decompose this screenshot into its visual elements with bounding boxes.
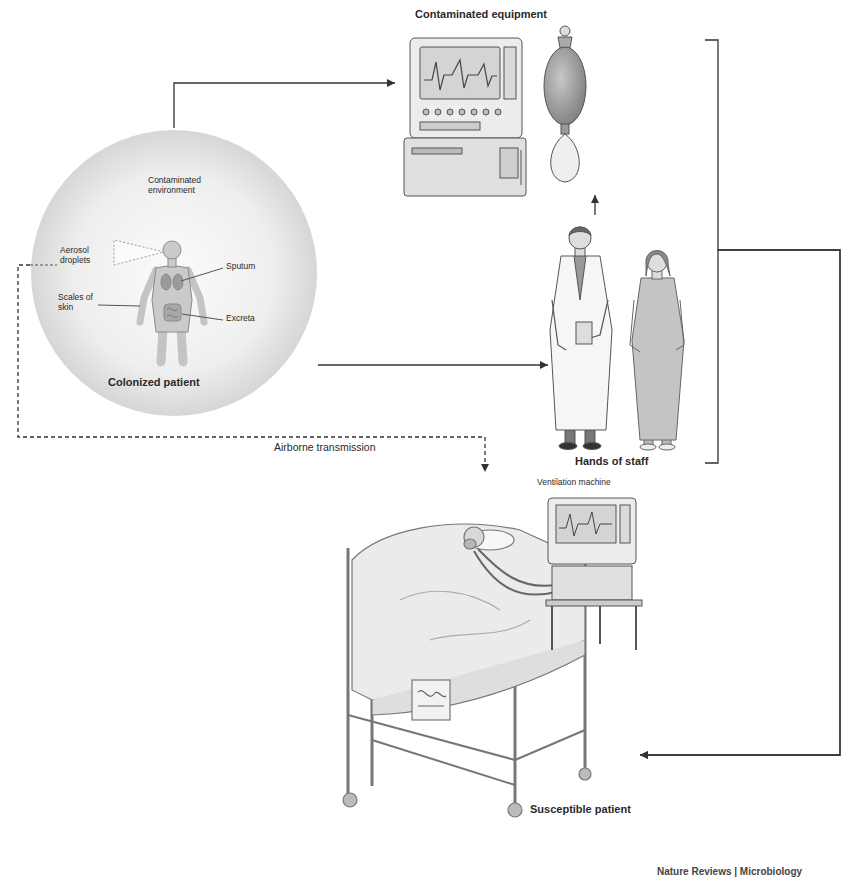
monitor-equipment — [404, 38, 526, 196]
part-label: Sputum — [226, 262, 255, 272]
credit-label: Nature Reviews | Microbiology — [655, 866, 804, 878]
arrow-head — [387, 79, 395, 87]
part-label: Aerosol droplets — [60, 246, 108, 266]
arrow-head — [540, 361, 548, 369]
group-heading: Colonized patient — [108, 376, 200, 389]
connector — [640, 250, 840, 759]
part-label: Ventilation machine — [537, 478, 611, 488]
arrow-head — [591, 195, 599, 203]
connector — [591, 195, 599, 215]
colonized-patient-group: Contaminated environmentAerosol droplets… — [30, 128, 318, 418]
ventilation-machine — [474, 498, 642, 650]
connector-line — [640, 250, 840, 755]
part-label: Excreta — [226, 314, 255, 324]
arrow-head — [640, 751, 648, 759]
arrow-head — [481, 464, 489, 472]
group-heading: Contaminated equipment — [415, 8, 547, 21]
connector-line — [318, 364, 548, 365]
edge-label: Airborne transmission — [272, 441, 378, 453]
connector — [174, 79, 395, 128]
connector — [640, 40, 840, 759]
equipment-group: Contaminated equipment — [395, 5, 705, 195]
resuscitation-bag — [544, 26, 586, 182]
doctor-figure — [550, 227, 612, 450]
group-heading: Hands of staff — [575, 455, 648, 468]
connector-line — [640, 40, 840, 755]
arrow-head — [640, 751, 648, 759]
region-label: Contaminated environment — [148, 176, 220, 196]
nurse-figure — [630, 251, 684, 451]
susceptible-patient-group: Ventilation machineSusceptible patient — [340, 472, 640, 820]
patient-circle — [30, 128, 318, 418]
part-label: Scales of skin — [58, 293, 96, 313]
connector — [318, 361, 548, 369]
connector-line — [174, 83, 395, 128]
group-heading: Susceptible patient — [530, 803, 631, 816]
staff-group: Hands of staff — [548, 215, 705, 471]
